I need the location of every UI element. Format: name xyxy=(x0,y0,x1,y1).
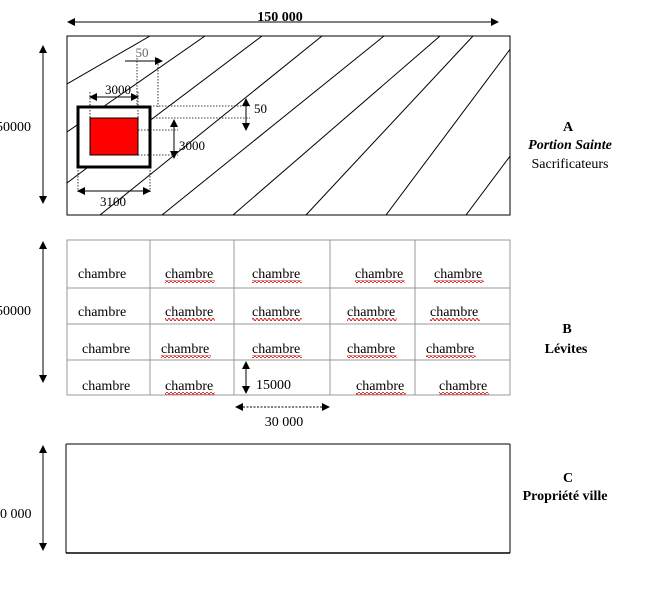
temple-square xyxy=(76,105,152,169)
zone-a-letter: A xyxy=(563,120,574,135)
spellcheck-underline xyxy=(434,280,484,283)
spellcheck-underline xyxy=(356,392,406,395)
chamber-height-label: 15000 xyxy=(256,378,291,393)
spellcheck-underline xyxy=(252,318,302,321)
spellcheck-underline xyxy=(347,318,397,321)
chamber-width-label: 30 000 xyxy=(265,415,304,430)
chamber-label: chambre xyxy=(78,305,126,320)
spellcheck-underline xyxy=(439,392,489,395)
chamber-label: chambre xyxy=(252,267,300,282)
zone-c-propriete-ville xyxy=(65,443,511,554)
gap-right-label: 50 xyxy=(254,101,267,116)
zone-c-title: Propriété ville xyxy=(523,489,608,504)
chamber-label: chambre xyxy=(252,342,300,357)
chamber-label: chambre xyxy=(347,305,395,320)
zone-a-border xyxy=(66,35,511,216)
gap-small-label: 50 xyxy=(136,45,149,60)
chamber-label: chambre xyxy=(430,305,478,320)
zone-b-grid xyxy=(67,240,510,395)
spellcheck-underline xyxy=(165,280,215,283)
zone-a-subtitle: Sacrificateurs xyxy=(532,157,609,172)
spellcheck-underline xyxy=(355,280,405,283)
chamber-label: chambre xyxy=(165,305,213,320)
chamber-label: chambre xyxy=(82,379,130,394)
zone-b-levites: chambre chambre chambre chambre chambre chamb… xyxy=(66,239,511,430)
sanctuary-red-square xyxy=(89,117,139,156)
spellcheck-underline xyxy=(165,392,215,395)
chamber-label: chambre xyxy=(355,267,403,282)
chamber-label: chambre xyxy=(439,379,487,394)
chamber-label: chambre xyxy=(165,379,213,394)
chamber-label: chambre xyxy=(82,342,130,357)
spellcheck-underline xyxy=(347,355,397,358)
spellcheck-underline xyxy=(426,355,476,358)
spellcheck-underline xyxy=(161,355,211,358)
zone-a-title: Portion Sainte xyxy=(528,138,612,153)
outer-width-label: 3100 xyxy=(100,194,126,209)
chamber-label: chambre xyxy=(78,267,126,282)
chamber-label: chambre xyxy=(426,342,474,357)
chamber-label: chambre xyxy=(356,379,404,394)
chamber-label: chambre xyxy=(434,267,482,282)
spellcheck-underline xyxy=(430,318,480,321)
total-width-label: 150 000 xyxy=(257,10,303,25)
zone-c-height-label: 50 000 xyxy=(0,507,32,522)
zone-b-title: Lévites xyxy=(545,342,588,357)
chamber-label: chambre xyxy=(161,342,209,357)
spellcheck-underline xyxy=(165,318,215,321)
zone-a-portion-sainte: 50 3000 50 3000 3100 xyxy=(66,35,511,216)
zone-c-letter: C xyxy=(563,471,573,486)
chamber-label: chambre xyxy=(347,342,395,357)
zone-b-letter: B xyxy=(562,322,571,337)
zone-b-border xyxy=(66,239,511,396)
spellcheck-underline xyxy=(252,355,302,358)
chamber-label: chambre xyxy=(252,305,300,320)
spellcheck-underline xyxy=(252,280,302,283)
square-width-label: 3000 xyxy=(105,82,131,97)
chamber-label: chambre xyxy=(165,267,213,282)
chamber-labels: chambre chambre chambre chambre chambre chamb… xyxy=(78,267,489,395)
square-height-label: 3000 xyxy=(179,138,205,153)
